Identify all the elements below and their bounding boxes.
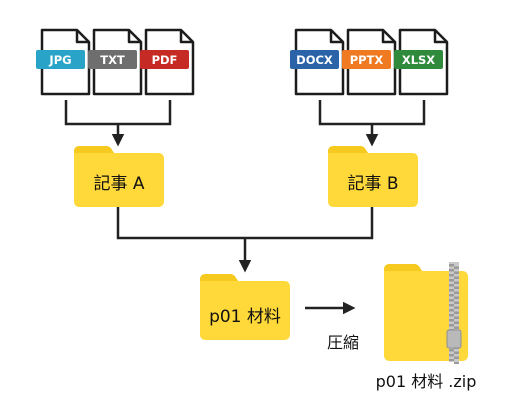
file-jpg[interactable]: JPG [36,28,91,96]
document-icon [140,28,195,96]
zip-folder-icon [384,262,468,364]
file-type-badge [88,50,137,69]
folder-merged[interactable]: p01 材料 [200,274,290,340]
connectors [64,100,426,315]
file-pptx[interactable]: PPTX [342,28,397,96]
folder-a[interactable]: 記事 A [74,146,164,207]
file-type-badge [394,50,443,69]
file-xlsx[interactable]: XLSX [394,28,449,96]
file-type-badge [36,50,85,69]
file-docx[interactable]: DOCX [290,28,345,96]
file-type-badge [342,50,391,69]
folder-a-label: 記事 A [93,174,144,194]
document-icon [394,28,449,96]
folder-merged-label: p01 材料 [209,307,281,327]
file-type-label: JPG [48,53,71,67]
file-type-label: PDF [152,53,178,67]
file-group-right: DOCX PPTX XLSX [290,28,449,96]
connector-files-left [64,100,172,126]
folder-b[interactable]: 記事 B [328,146,418,207]
zipper-pull [446,329,462,349]
file-type-badge [140,50,189,69]
file-type-badge [290,50,339,69]
document-icon [342,28,397,96]
zip-file[interactable] [384,262,468,364]
folder-icon [74,146,164,207]
file-pdf[interactable]: PDF [140,28,195,96]
folder-icon [328,146,418,207]
file-type-label: DOCX [296,53,333,67]
file-group-left: JPG TXT PDF [36,28,195,96]
file-txt[interactable]: TXT [88,28,143,96]
folder-b-label: 記事 B [347,174,398,194]
file-type-label: TXT [100,53,125,67]
connector-folders [116,207,374,240]
compress-label: 圧縮 [327,333,359,352]
file-type-label: PPTX [350,53,384,67]
file-type-label: XLSX [402,53,435,67]
folder-icon [200,274,290,340]
zip-label: p01 材料 .zip [376,372,477,391]
document-icon [88,28,143,96]
zipper-teeth [449,264,459,364]
connector-files-right [318,100,426,126]
